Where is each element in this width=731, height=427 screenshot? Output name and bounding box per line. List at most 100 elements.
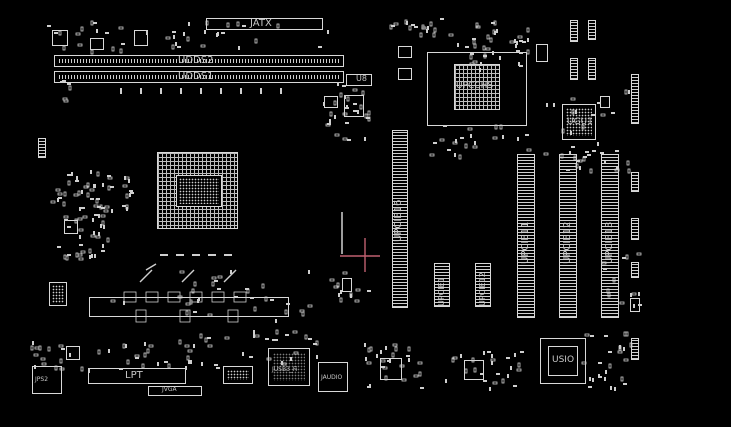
smd-part <box>364 343 366 347</box>
cap-pad <box>160 254 168 256</box>
smd-part <box>472 145 478 149</box>
smd-part <box>95 235 101 239</box>
smd-part <box>487 351 491 353</box>
smd-part <box>610 386 612 390</box>
smd-part <box>201 362 203 366</box>
smd-part <box>93 231 95 235</box>
smd-part <box>517 35 523 39</box>
smd-part <box>510 366 512 370</box>
smd-part <box>107 176 113 180</box>
pcie-slot-13 <box>601 154 619 318</box>
smd-part <box>623 383 627 385</box>
smd-part <box>633 304 635 308</box>
smd-part <box>276 23 280 29</box>
mosfet-pad <box>179 309 191 323</box>
smd-part <box>167 363 171 369</box>
mosfet-pad <box>227 309 239 323</box>
smd-part <box>432 32 436 38</box>
smd-part <box>211 281 215 287</box>
smd-part <box>80 250 86 254</box>
smd-part <box>404 19 408 25</box>
smd-part <box>141 363 145 369</box>
smd-part <box>135 357 139 359</box>
smd-part <box>32 341 34 345</box>
smd-part <box>165 36 171 40</box>
smd-part <box>420 387 424 389</box>
small-ic-13 <box>342 278 352 292</box>
smd-part <box>433 27 437 33</box>
smd-part <box>77 43 83 47</box>
smd-part <box>616 166 618 170</box>
smd-part <box>467 127 473 131</box>
smd-part <box>483 55 487 57</box>
smd-part <box>473 43 477 49</box>
smd-part <box>622 257 626 259</box>
smd-part <box>207 337 211 339</box>
smd-part <box>122 343 126 349</box>
smd-part <box>464 368 468 374</box>
small-ic-3 <box>344 95 364 117</box>
smd-part <box>224 336 230 340</box>
smd-part <box>527 38 529 42</box>
pcie-slot-11 <box>517 154 535 318</box>
right-header-2 <box>631 172 639 192</box>
smd-part <box>485 47 491 51</box>
smd-part <box>517 362 521 368</box>
smd-part <box>598 362 602 364</box>
smd-part <box>367 290 371 292</box>
smd-part <box>506 357 510 359</box>
smd-part <box>68 85 72 91</box>
smd-part <box>457 43 459 47</box>
smd-part <box>123 301 125 305</box>
smd-part <box>107 185 111 191</box>
smd-part <box>50 200 56 204</box>
smd-part <box>90 20 94 26</box>
smd-part <box>589 168 593 174</box>
smd-part <box>522 41 526 43</box>
smd-part <box>188 362 192 364</box>
smd-part <box>179 270 185 274</box>
smd-part <box>193 281 197 287</box>
smd-part <box>608 363 612 369</box>
smd-part <box>69 353 71 357</box>
smd-part <box>58 344 64 348</box>
smd-part <box>63 191 67 197</box>
smd-part <box>577 159 583 163</box>
smd-part <box>270 299 274 301</box>
dimm-slot-2 <box>54 55 344 67</box>
smd-part <box>465 46 469 48</box>
smd-part <box>401 378 407 382</box>
smd-part <box>171 44 175 50</box>
smd-part <box>185 302 191 306</box>
smd-part <box>125 344 127 348</box>
smd-part <box>58 30 62 36</box>
smd-part <box>623 331 627 337</box>
smd-part <box>94 254 96 258</box>
right-header-4 <box>631 262 639 278</box>
smd-part <box>344 95 346 99</box>
smd-part <box>597 142 599 146</box>
smd-part <box>334 133 340 137</box>
smd-part <box>207 313 213 317</box>
smd-part <box>292 330 298 334</box>
smd-part <box>342 271 348 275</box>
smd-part <box>615 150 619 152</box>
smd-part <box>105 32 109 34</box>
smd-part <box>507 374 509 378</box>
smd-part <box>618 345 622 351</box>
smd-part <box>57 198 59 202</box>
smd-part <box>581 361 587 365</box>
smd-part <box>253 330 255 334</box>
smd-part <box>519 65 523 67</box>
smd-part <box>254 38 258 44</box>
smd-part <box>516 368 522 372</box>
smd-part <box>496 29 498 33</box>
pch-footprint-outline <box>427 52 527 126</box>
smd-part <box>514 39 516 43</box>
top-right-header-d <box>570 20 578 42</box>
smd-part <box>148 344 154 348</box>
smd-part <box>157 362 159 366</box>
smd-part <box>323 102 325 106</box>
smd-part <box>452 356 458 360</box>
smd-part <box>110 186 114 188</box>
